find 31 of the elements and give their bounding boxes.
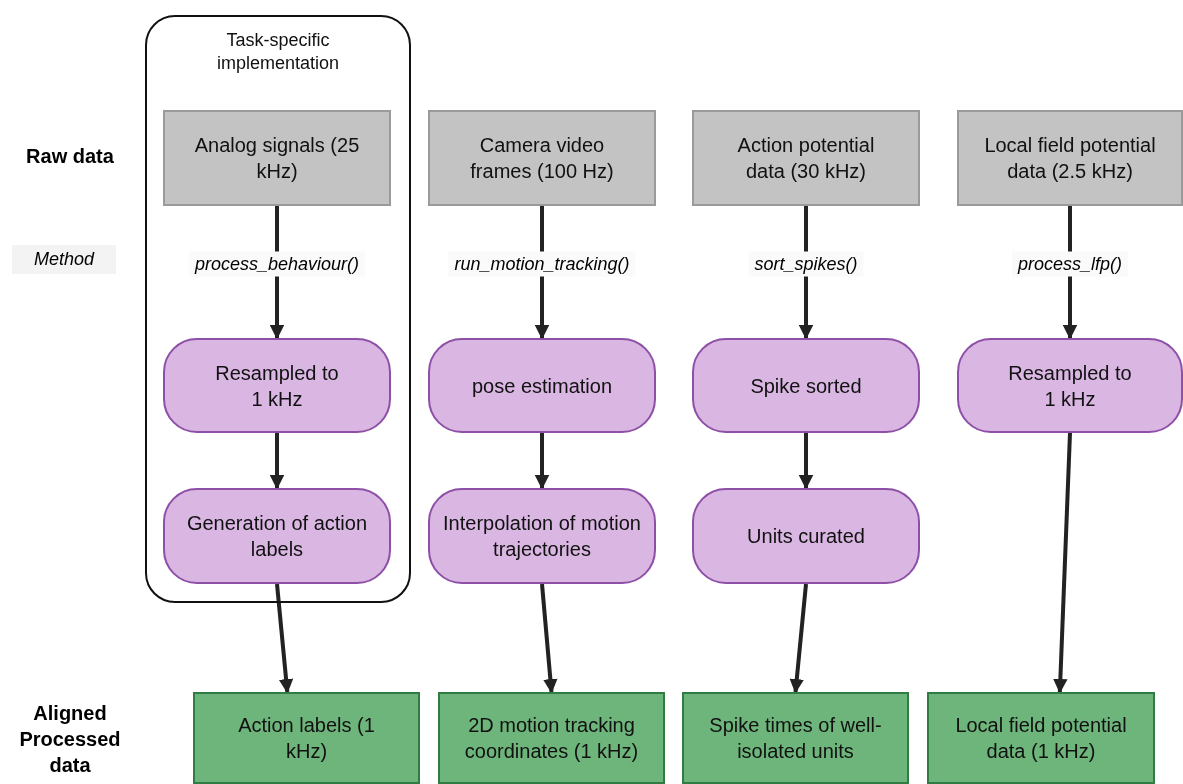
edge-label: process_behaviour() [188,251,366,277]
arrow [534,433,550,490]
processing-step-box: Resampled to 1 kHz [163,338,391,433]
row-label: Method [12,245,117,274]
arrow [269,433,285,490]
arrow [798,433,814,490]
row-label: Aligned Processed data [18,701,122,778]
arrow [275,583,294,694]
processing-step-box: Spike sorted [692,338,920,433]
arrow [1053,432,1072,694]
output-data-box: 2D motion tracking coordinates (1 kHz) [438,692,665,784]
arrow [540,583,558,694]
processing-step-box: Generation of action labels [163,488,391,584]
arrow [789,583,808,694]
output-data-box: Spike times of well-isolated units [682,692,909,784]
output-data-box: Local field potential data (1 kHz) [927,692,1155,784]
edge-label: run_motion_tracking() [448,251,636,277]
edge-label: process_lfp() [1012,251,1128,277]
group-box [145,15,411,603]
edge-label: sort_spikes() [748,251,864,277]
raw-data-box: Local field potential data (2.5 kHz) [957,110,1183,206]
row-label: Raw data [25,144,115,169]
processing-step-box: Interpolation of motion trajectories [428,488,656,584]
group-title: Task-specific implementation [215,29,341,75]
raw-data-box: Camera video frames (100 Hz) [428,110,656,206]
processing-step-box: Resampled to 1 kHz [957,338,1183,433]
processing-step-box: Units curated [692,488,920,584]
output-data-box: Action labels (1 kHz) [193,692,420,784]
raw-data-box: Action potential data (30 kHz) [692,110,920,206]
processing-step-box: pose estimation [428,338,656,433]
raw-data-box: Analog signals (25 kHz) [163,110,391,206]
